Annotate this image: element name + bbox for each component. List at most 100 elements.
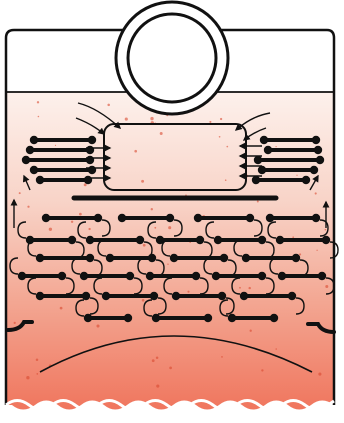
speckle-dot [27,206,29,208]
molecule-knob [192,272,200,280]
speckle-dot [150,117,153,120]
molecule-knob [166,214,174,222]
molecule-knob [312,136,320,144]
speckle-dot [239,287,241,289]
speckle-dot [292,236,294,238]
molecule-knob [36,254,44,262]
molecule-knob [316,156,324,164]
top-ring [116,2,228,114]
molecule-knob [36,176,44,184]
molecule-knob [30,166,38,174]
speckle-dot [325,285,328,288]
speckle-dot [71,221,73,223]
molecule-knob [278,272,286,280]
speckle-dot [142,299,145,302]
speckle-dot [221,356,223,358]
molecule-knob [254,156,262,164]
speckle-dot [160,132,163,135]
speckle-dot [187,291,189,293]
speckle-dot [225,179,227,181]
speckle-dot [37,101,39,103]
molecule-knob [26,146,34,154]
molecule-knob [288,292,296,300]
speckle-dot [38,116,40,118]
molecule-knob [126,272,134,280]
molecule-knob [86,156,94,164]
speckle-dot [154,227,156,229]
molecule-knob [266,214,274,222]
speckle-dot [36,373,38,375]
speckle-dot [152,359,155,362]
speckle-dot [275,146,276,147]
molecule-knob [106,254,114,262]
speckle-dot [151,208,153,210]
speckle-dot [19,192,21,194]
molecule-knob [82,292,90,300]
molecule-knob [170,254,178,262]
molecule-knob [58,272,66,280]
molecule-knob [36,292,44,300]
speckle-dot [167,263,168,264]
speckle-dot [299,253,301,255]
molecule-knob [204,314,212,322]
speckle-dot [79,213,82,216]
molecule-knob [68,236,76,244]
speckle-dot [261,369,263,371]
speckle-dot [143,244,146,247]
speckle-dot [169,367,172,370]
molecule-knob [80,272,88,280]
molecule-knob [88,136,96,144]
molecule-knob [270,314,278,322]
speckle-dot [168,226,171,229]
molecule-knob [322,236,330,244]
speckle-dot [36,358,39,361]
molecule-knob [18,272,26,280]
speckle-dot [315,192,317,194]
molecule-knob [312,214,320,222]
molecule-knob [292,254,300,262]
molecule-knob [88,166,96,174]
speckle-dot [250,330,252,332]
molecule-knob [146,272,154,280]
molecule-knob [84,314,92,322]
speckle-dot [275,348,277,350]
speckle-dot [318,373,321,376]
speckle-dot [60,307,63,310]
molecule-knob [124,314,132,322]
speckle-dot [134,150,137,153]
speckle-dot [141,180,144,183]
speckle-dot [316,250,317,251]
molecule-knob [118,214,126,222]
molecule-knob [152,314,160,322]
molecule-knob [302,176,310,184]
molecule-knob [310,166,318,174]
molecule-knob [86,236,94,244]
molecule-knob [194,214,202,222]
speckle-dot [156,385,159,388]
speckle-dot [209,121,211,123]
speckle-dot [325,229,327,231]
speckle-dot [219,136,221,138]
molecule-knob [260,136,268,144]
molecule-knob [214,236,222,244]
speckle-dot [14,322,16,324]
molecule-knob [84,176,92,184]
speckle-dot [226,146,228,148]
molecule-knob [258,272,266,280]
molecule-knob [30,136,38,144]
molecule-knob [94,214,102,222]
speckle-dot [96,324,99,327]
speckle-dot [156,356,159,359]
molecule-knob [246,214,254,222]
molecule-knob [228,314,236,322]
molecule-knob [86,254,94,262]
speckle-dot [220,118,222,120]
molecule-knob [212,272,220,280]
molecule-knob [252,176,260,184]
speckle-dot [257,201,259,203]
molecule-knob [150,292,158,300]
molecule-knob [276,236,284,244]
molecule-knob [314,146,322,154]
